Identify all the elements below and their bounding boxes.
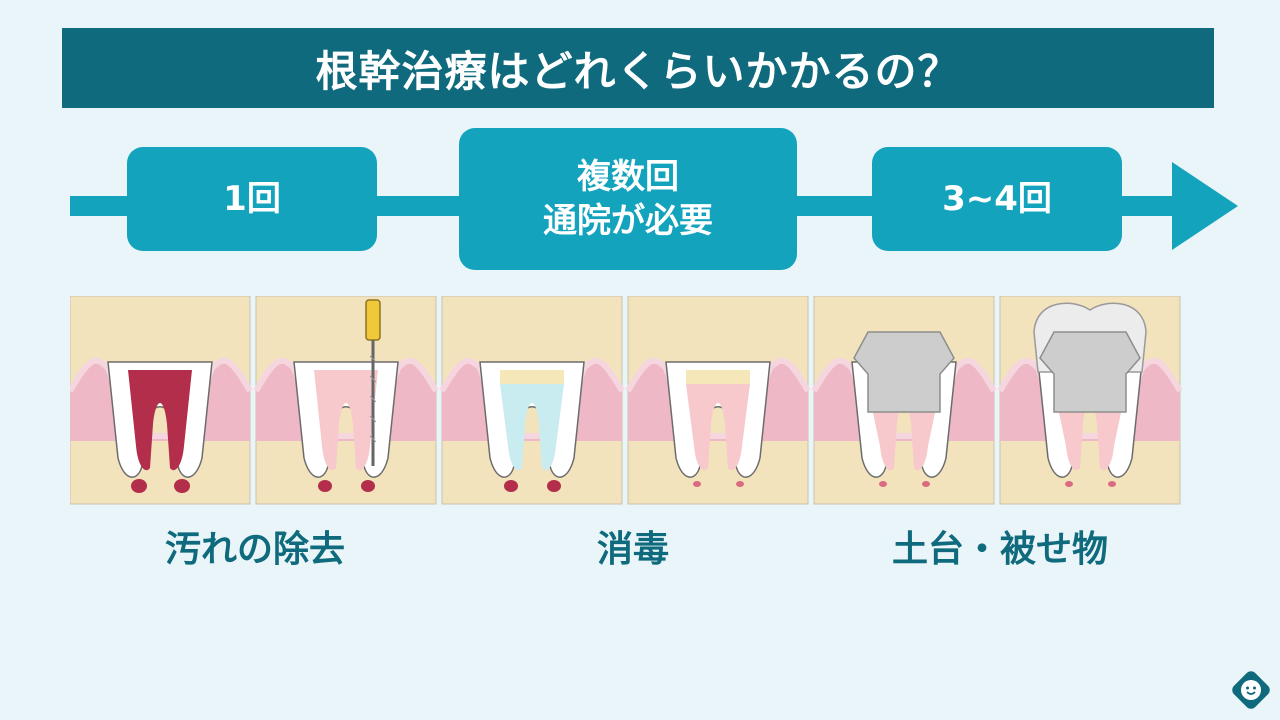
- timeline-step-2: 複数回 通院が必要: [459, 128, 797, 270]
- file-instrument-icon: [365, 299, 381, 466]
- tooth-cleaning: [256, 296, 436, 504]
- timeline-step-3: 3~4回: [872, 147, 1122, 251]
- tooth-crown: [1000, 296, 1180, 504]
- caption-restoration: 土台・被せ物: [891, 529, 1108, 570]
- caption-cleaning: 汚れの除去: [164, 529, 345, 570]
- page-title: 根幹治療はどれくらいかかるの？: [62, 28, 1214, 108]
- tooth-core: [814, 296, 994, 504]
- arrow-right-icon: [1172, 162, 1238, 250]
- tooth-disinfecting: [442, 296, 622, 504]
- timeline-step-1: 1回: [127, 147, 377, 251]
- tooth-infected: [70, 296, 250, 504]
- teeth-illustration: [70, 296, 1184, 506]
- smiley-logo-icon: [1232, 671, 1270, 709]
- caption-disinfection: 消毒: [596, 529, 669, 570]
- tooth-disinfected: [628, 296, 808, 504]
